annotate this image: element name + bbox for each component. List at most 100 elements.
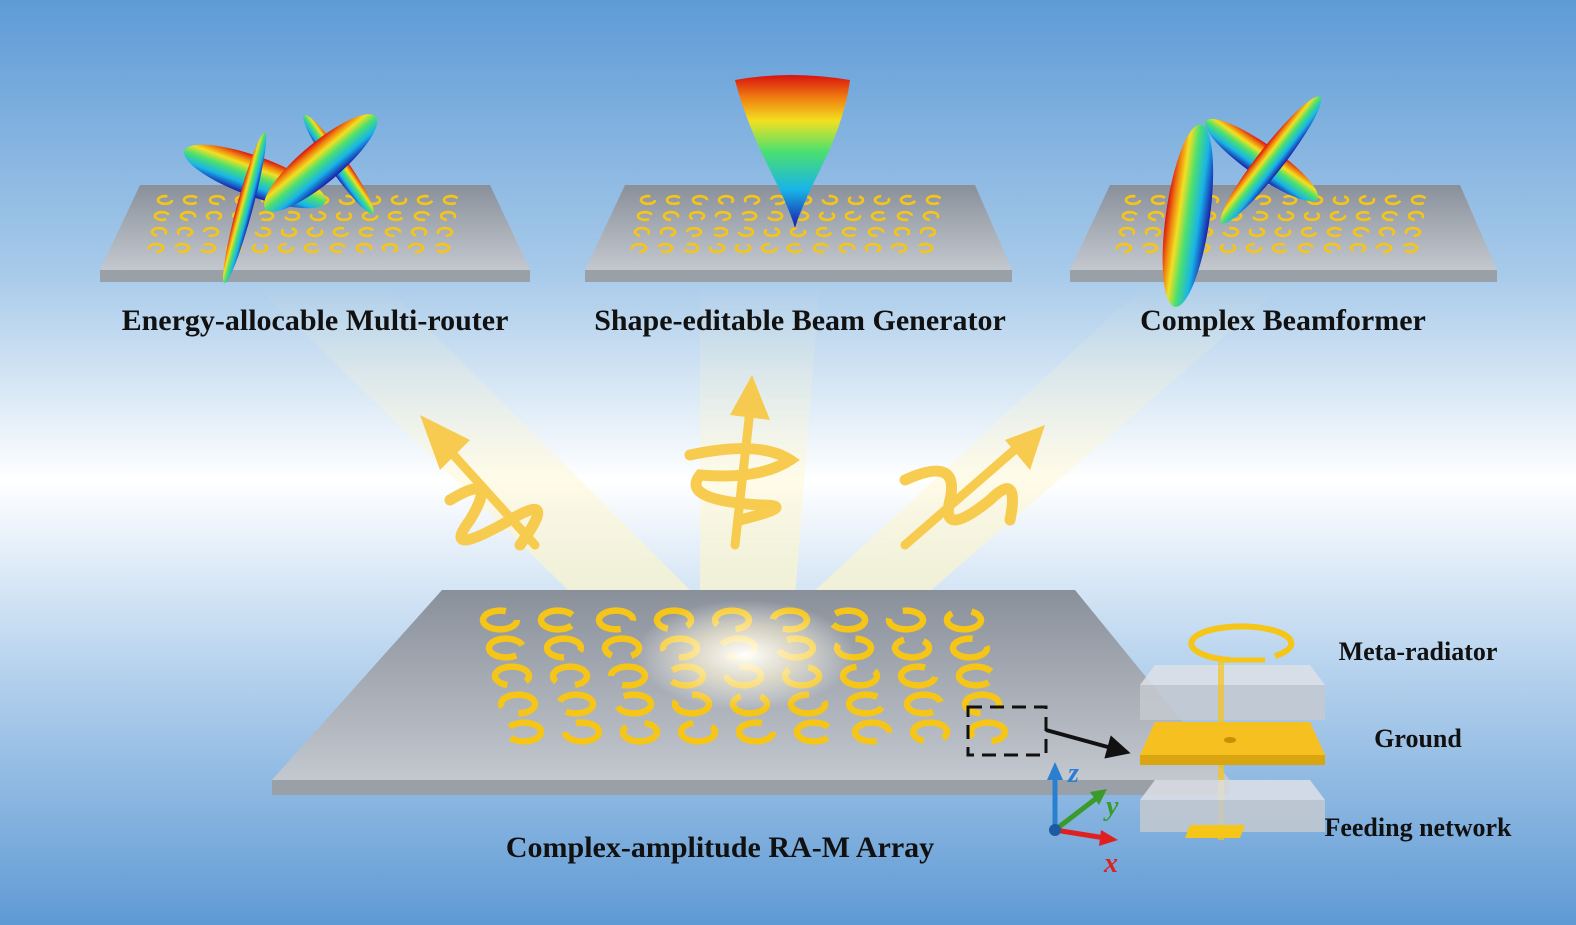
radiation-pattern-icon: [735, 75, 850, 228]
main-array: Complex-amplitude RA-M Array: [272, 590, 1230, 864]
split-ring-element: [200, 242, 217, 254]
split-ring-element: [1384, 194, 1402, 206]
split-ring-element: [830, 607, 869, 633]
split-ring-element: [303, 242, 320, 254]
layer-label-feeding-network: Feeding network: [1324, 813, 1512, 842]
meta-radiator-layer: [1140, 623, 1325, 720]
split-ring-element: [741, 210, 758, 222]
split-ring-element: [896, 210, 914, 222]
split-ring-element: [873, 194, 891, 206]
split-ring-element: [1297, 242, 1315, 254]
split-ring-element: [1277, 210, 1295, 222]
split-ring-element: [841, 226, 858, 238]
split-ring-element: [543, 635, 585, 661]
split-ring-element: [413, 210, 431, 222]
split-ring-element: [867, 226, 885, 238]
split-ring-element: [714, 210, 732, 222]
split-ring-element: [258, 210, 275, 222]
split-ring-element: [899, 194, 917, 206]
split-ring-element: [1407, 210, 1425, 222]
split-ring-element: [332, 226, 350, 238]
split-ring-element: [845, 691, 885, 717]
axis-label-y: y: [1103, 791, 1119, 822]
split-ring-element: [864, 242, 882, 253]
split-ring-element: [306, 226, 324, 238]
ground-layer: [1140, 722, 1325, 765]
axis-label-z: z: [1067, 758, 1079, 789]
split-ring-element: [639, 194, 657, 206]
split-ring-element: [890, 242, 908, 254]
array-title: Complex-amplitude RA-M Array: [506, 831, 934, 864]
split-ring-element: [1274, 226, 1292, 238]
split-ring-element: [1332, 195, 1350, 206]
layer-label-ground: Ground: [1374, 724, 1462, 753]
split-ring-element: [147, 242, 165, 254]
split-ring-element: [153, 210, 170, 222]
split-ring-element: [407, 242, 425, 254]
split-ring-element: [156, 194, 174, 206]
split-ring-element: [737, 226, 755, 238]
split-ring-element: [283, 210, 301, 222]
split-ring-element: [479, 607, 521, 633]
split-ring-element: [743, 194, 761, 206]
split-ring-element: [1326, 226, 1343, 238]
split-ring-element: [1222, 226, 1240, 238]
split-ring-element: [1352, 226, 1370, 238]
split-ring-element: [182, 194, 198, 206]
split-ring-element: [1245, 242, 1263, 254]
split-ring-element: [561, 719, 603, 745]
split-ring-element: [387, 210, 404, 222]
split-ring-element: [619, 719, 661, 745]
split-ring-element: [734, 243, 752, 254]
panel-beam-generator: Shape-editable Beam Generator: [585, 75, 1012, 337]
split-ring-element: [1329, 210, 1347, 222]
split-ring-element: [949, 635, 991, 661]
panel-title: Complex Beamformer: [1140, 304, 1426, 337]
split-ring-element: [1375, 242, 1393, 254]
split-ring-element: [917, 242, 934, 254]
split-ring-element: [491, 663, 533, 689]
split-ring-element: [838, 242, 856, 254]
split-ring-element: [1404, 226, 1422, 238]
split-ring-element: [416, 194, 434, 206]
split-ring-element: [280, 227, 298, 238]
split-ring-element: [630, 242, 648, 254]
split-ring-element: [1358, 194, 1376, 206]
split-ring-element: [1254, 194, 1272, 206]
split-ring-element: [821, 194, 839, 206]
split-ring-element: [1355, 210, 1372, 222]
split-ring-element: [251, 243, 269, 254]
split-ring-element: [335, 211, 353, 222]
split-ring-element: [691, 194, 709, 206]
radiation-pattern-icon: [1162, 96, 1322, 307]
split-ring-element: [205, 210, 223, 221]
split-ring-element: [439, 210, 457, 222]
split-ring-element: [943, 608, 985, 633]
split-ring-element: [688, 210, 706, 221]
split-ring-element: [851, 719, 893, 745]
split-ring-element: [595, 607, 637, 633]
split-ring-element: [556, 691, 597, 717]
split-ring-element: [208, 194, 226, 206]
split-ring-element: [1251, 210, 1269, 222]
split-ring-element: [436, 226, 454, 238]
split-ring-element: [1381, 210, 1399, 222]
split-ring-element: [1144, 226, 1162, 237]
split-ring-element: [1378, 226, 1396, 237]
zoom-arrow: [1045, 728, 1131, 759]
split-ring-element: [1147, 210, 1165, 222]
split-ring-element: [766, 210, 784, 222]
split-ring-element: [410, 226, 428, 237]
split-ring-element: [1410, 194, 1427, 206]
split-ring-element: [1271, 242, 1288, 254]
panel-slab: [1070, 185, 1497, 270]
wave-arrow-icon: [420, 415, 544, 551]
split-ring-element: [657, 242, 674, 254]
split-ring-element: [507, 719, 545, 745]
split-ring-element: [735, 719, 777, 745]
array-glow: [635, 600, 855, 710]
split-ring-element: [717, 194, 735, 205]
radiation-pattern-icon: [184, 114, 378, 284]
split-ring-element: [1118, 226, 1136, 238]
